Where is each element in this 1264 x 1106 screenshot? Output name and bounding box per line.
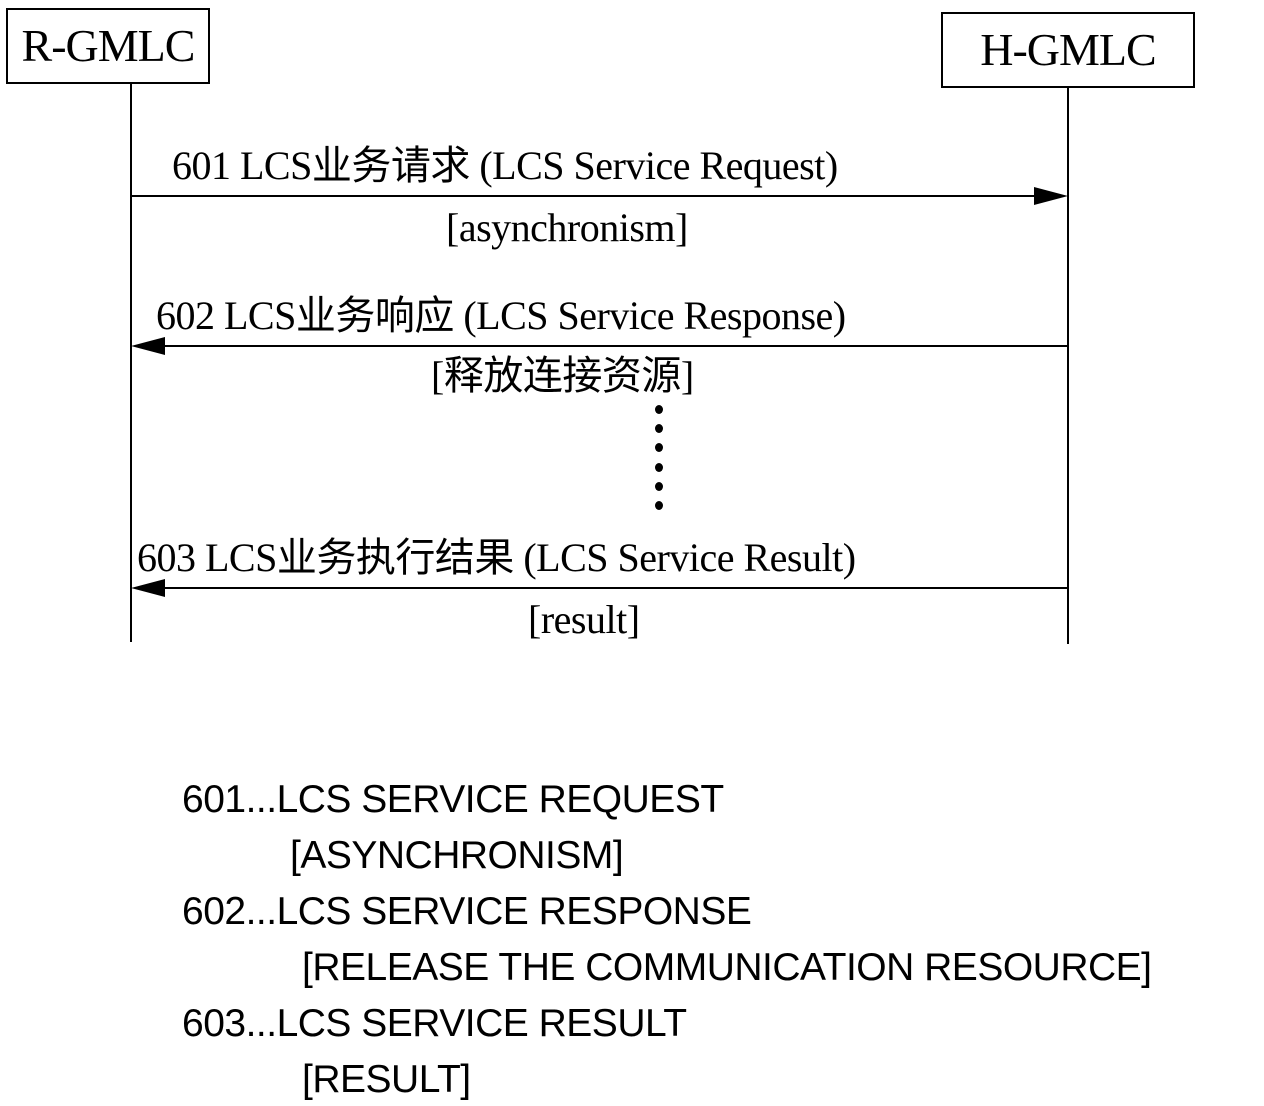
arrow-right-icon [1034,187,1068,205]
legend-line-603-note: [RESULT] [302,1058,471,1101]
message-603-label: 603 LCS业务执行结果 (LCS Service Result) [137,535,856,580]
message-602-label: 602 LCS业务响应 (LCS Service Response) [156,293,846,338]
message-601-arrow [131,195,1037,197]
arrow-left-icon [131,337,165,355]
continuation-dot [655,463,663,472]
legend-line-601: 601...LCS SERVICE REQUEST [182,778,724,821]
participant-r-gmlc-label: R-GMLC [21,20,196,71]
arrow-left-icon [131,579,165,597]
participant-r-gmlc: R-GMLC [6,8,210,84]
message-603-note: [result] [528,597,640,642]
continuation-dot [655,501,663,510]
message-602-arrow [160,345,1068,347]
message-603-arrow [160,587,1068,589]
legend-line-602: 602...LCS SERVICE RESPONSE [182,890,752,933]
continuation-dot [655,405,663,414]
legend-line-602-note: [RELEASE THE COMMUNICATION RESOURCE] [302,946,1152,989]
legend-line-603: 603...LCS SERVICE RESULT [182,1002,687,1045]
message-601-note: [asynchronism] [446,205,688,250]
message-601-label: 601 LCS业务请求 (LCS Service Request) [172,143,838,188]
message-602-note: [释放连接资源] [431,353,694,398]
lifeline-h-gmlc [1067,88,1069,644]
continuation-dot [655,482,663,491]
continuation-dot [655,424,663,433]
legend-line-601-note: [ASYNCHRONISM] [290,834,624,877]
participant-h-gmlc: H-GMLC [941,12,1195,88]
continuation-dot [655,443,663,452]
participant-h-gmlc-label: H-GMLC [980,24,1156,75]
lifeline-r-gmlc [130,84,132,642]
